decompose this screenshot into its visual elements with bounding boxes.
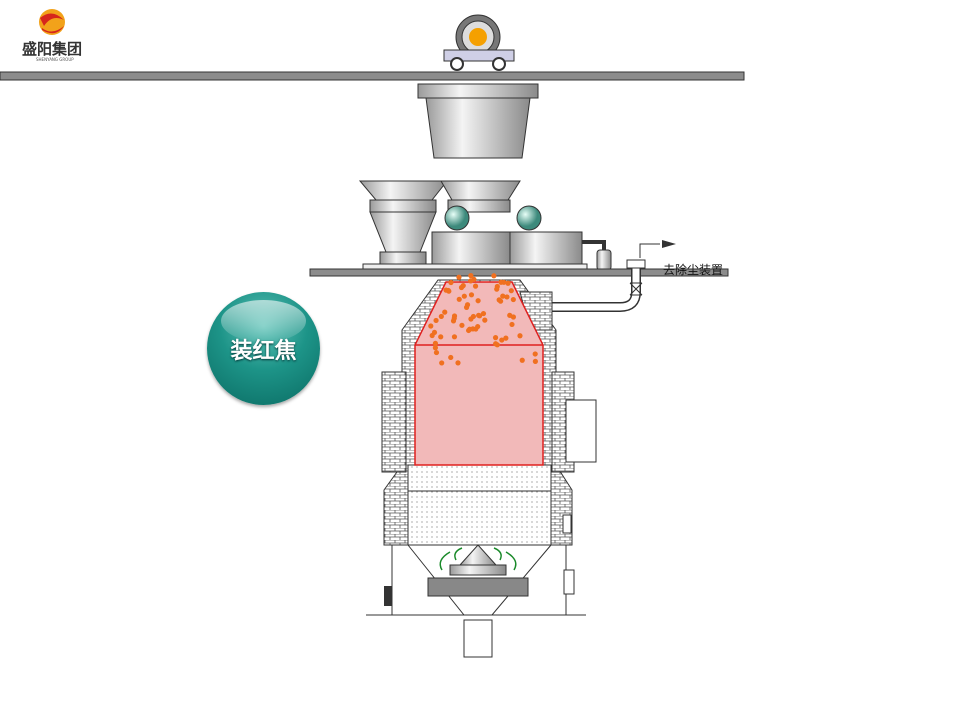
coke-particle	[464, 302, 471, 308]
coke-particle	[468, 273, 474, 279]
coke-particle	[448, 354, 454, 361]
coke-particle	[532, 358, 538, 364]
coke-particle	[508, 288, 514, 294]
coke-particle	[466, 327, 472, 334]
coke-particle	[499, 337, 505, 343]
coke-particle	[432, 345, 438, 351]
coke-particle	[494, 283, 500, 290]
coke-particle	[458, 284, 465, 291]
coke-bucket	[417, 83, 539, 159]
coke-particle	[510, 296, 516, 303]
coke-particle	[455, 360, 461, 366]
coke-particle	[480, 310, 487, 317]
red-coke-chamber	[414, 281, 544, 466]
coke-particle	[472, 283, 479, 289]
coke-particle	[461, 293, 467, 299]
coke-particle	[438, 334, 444, 340]
logo-subtitle: SHENYANG GROUP	[36, 57, 74, 62]
coke-particle	[459, 322, 465, 328]
coke-particle	[431, 329, 438, 336]
coke-particle	[475, 298, 481, 304]
red-coke-particles	[428, 273, 538, 366]
coke-particle	[468, 292, 475, 298]
coke-particle	[517, 333, 523, 339]
coke-particle	[519, 357, 525, 363]
coke-particle	[496, 297, 502, 303]
coke-particle	[503, 335, 509, 341]
coke-particle	[456, 274, 462, 280]
coke-particle	[451, 334, 458, 340]
coke-particle	[501, 279, 507, 285]
coke-particle	[482, 317, 488, 323]
coke-particle	[448, 279, 454, 286]
coke-particle	[491, 273, 497, 279]
load-red-coke-button[interactable]: 装红焦	[207, 292, 320, 405]
hoist-trolley	[443, 14, 515, 71]
coke-particle	[443, 287, 449, 293]
coke-particle	[504, 294, 510, 300]
load-red-coke-label: 装红焦	[230, 338, 297, 364]
charging-hoppers	[358, 180, 612, 271]
coke-particle	[505, 280, 511, 286]
coke-particle	[468, 278, 474, 284]
coke-particle	[532, 351, 538, 357]
coke-particle	[456, 296, 462, 302]
coke-particle	[476, 312, 482, 318]
top-rail	[0, 71, 745, 81]
dust-removal-pipe	[550, 240, 676, 312]
coke-particle	[493, 341, 499, 347]
coke-particle	[500, 293, 506, 299]
coke-particle	[492, 335, 499, 341]
coke-particle	[442, 309, 448, 315]
coke-particle	[509, 321, 515, 328]
coke-particle	[451, 315, 457, 321]
coke-particle	[510, 314, 517, 320]
coke-particle	[432, 340, 439, 346]
dust-removal-label: 去除尘装置	[663, 263, 724, 277]
logo-name: 盛阳集团	[22, 40, 83, 58]
coke-particle	[439, 360, 445, 366]
coke-particle	[433, 349, 440, 356]
coke-particle	[468, 316, 474, 322]
coke-particle	[428, 323, 434, 329]
coke-particle	[433, 317, 439, 324]
coke-particle	[473, 326, 479, 332]
operating-platform	[309, 268, 729, 277]
coke-particle	[438, 313, 444, 320]
discharge-section	[366, 544, 586, 658]
